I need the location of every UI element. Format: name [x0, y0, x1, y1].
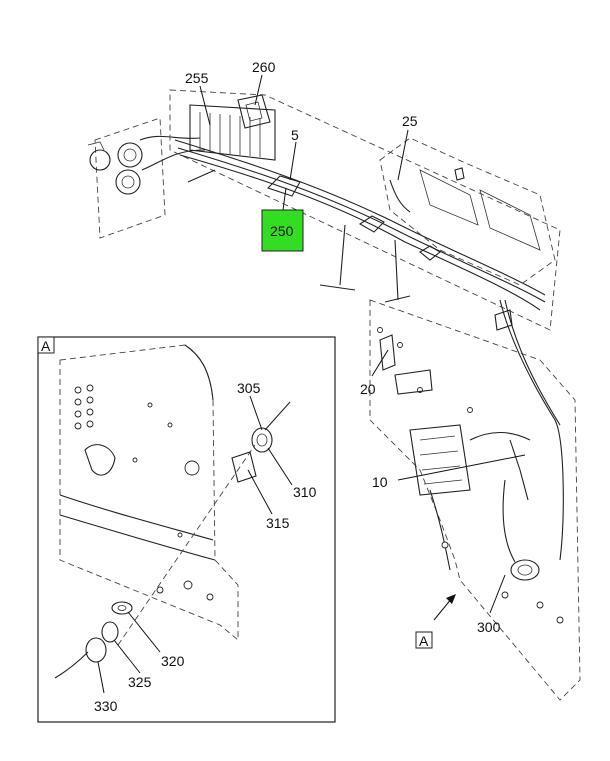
callout-325[interactable]: 325: [128, 674, 152, 690]
callout-10[interactable]: 10: [372, 474, 388, 490]
detail-label-box: [37, 336, 55, 354]
callout-5[interactable]: 5: [291, 127, 299, 143]
bulkhead-panel: [369, 299, 581, 701]
callout-320[interactable]: 320: [161, 653, 185, 669]
callout-20[interactable]: 20: [360, 381, 376, 397]
washer-320: [111, 601, 133, 615]
callout-305[interactable]: 305: [237, 380, 261, 396]
detail-frame: [37, 336, 336, 723]
washer-315: [231, 451, 257, 483]
callout-315[interactable]: 315: [266, 515, 290, 531]
dash-panel: [169, 89, 561, 331]
highlight-box-250[interactable]: [261, 209, 304, 252]
view-arrow-a: A: [415, 594, 456, 649]
view-arrow-label: A: [419, 633, 429, 649]
sensor-330: [54, 637, 107, 679]
callout-labels: 255 260 5 25 250 20 10 300 305 310 315 3…: [94, 59, 501, 714]
callout-300[interactable]: 300: [477, 619, 501, 635]
callout-310[interactable]: 310: [293, 484, 317, 500]
main-leaders: [199, 74, 526, 614]
ring-325: [101, 621, 119, 643]
callout-250[interactable]: 250: [270, 223, 294, 239]
hole-grid: [74, 384, 94, 430]
callout-260[interactable]: 260: [252, 59, 276, 75]
detail-label: A: [41, 338, 51, 354]
callout-255[interactable]: 255: [185, 70, 209, 86]
callout-25[interactable]: 25: [402, 113, 418, 129]
main-assembly: [87, 89, 581, 701]
callout-330[interactable]: 330: [94, 698, 118, 714]
detail-a: A: [37, 336, 336, 723]
grommet-305: [251, 401, 291, 453]
gauge-panel: [87, 117, 206, 239]
